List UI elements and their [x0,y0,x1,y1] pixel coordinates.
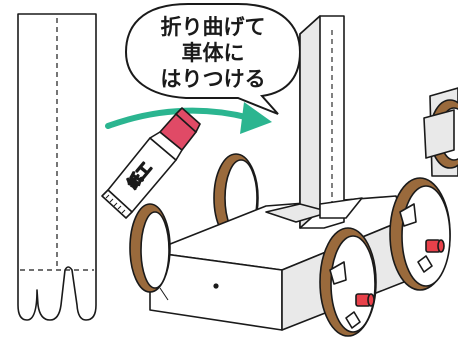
bubble-line-3: はりつける [160,67,265,91]
speech-bubble-icon: 折り曲げて 車体に はりつける [124,3,302,115]
bubble-line-2: 車体に [182,41,245,65]
bubble-line-1: 折り曲げて [161,15,266,39]
cardboard-car-icon [129,15,458,337]
glue-tube-icon: 紙工 [101,107,201,219]
fold-lines [20,18,94,271]
